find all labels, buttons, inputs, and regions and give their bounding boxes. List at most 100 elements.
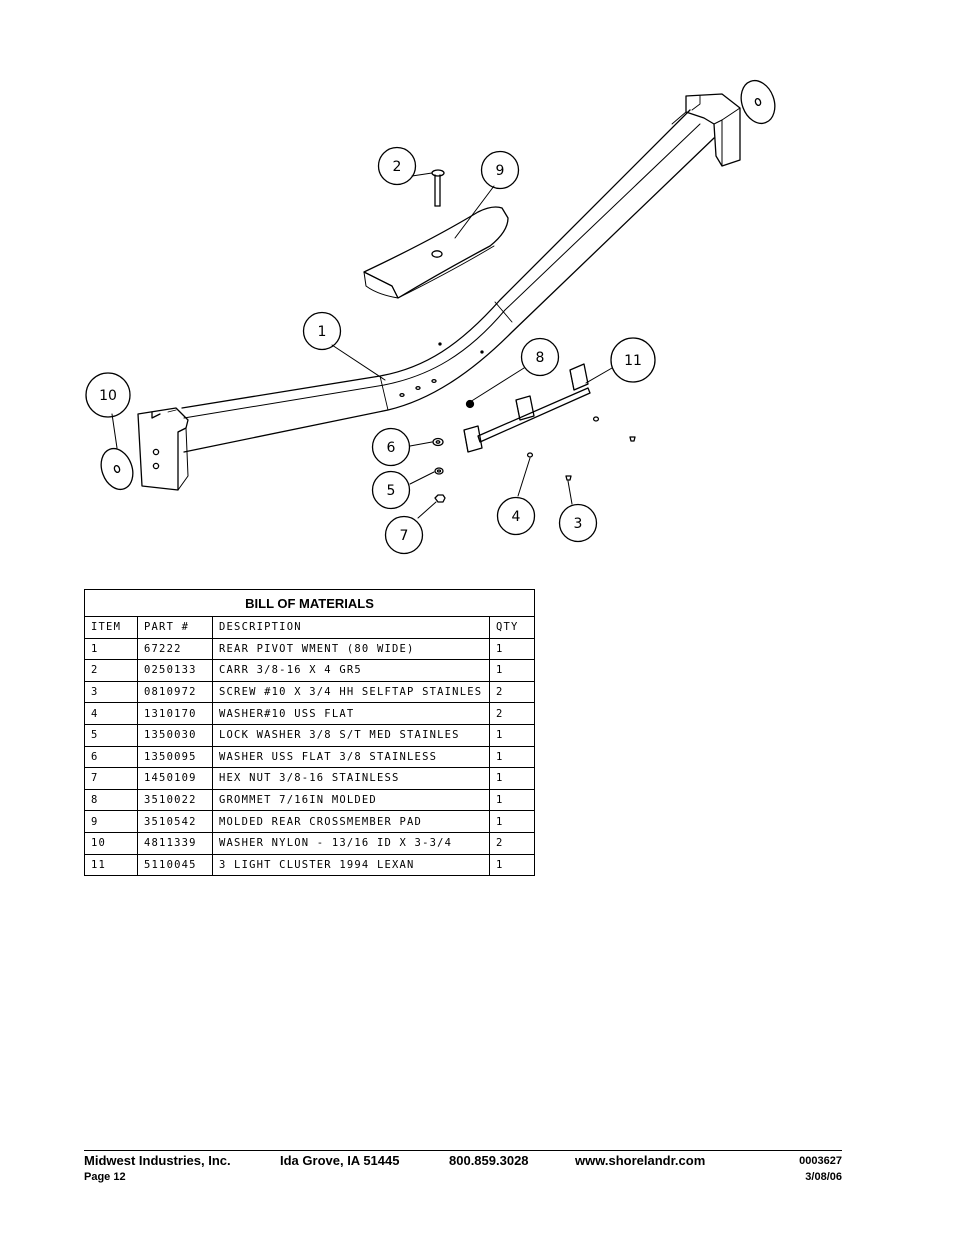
footer-location: Ida Grove, IA 51445 (280, 1153, 400, 1168)
cell-part-number: 3510022 (137, 788, 213, 812)
nylon-washer-right (740, 79, 776, 125)
cell-description: MOLDED REAR CROSSMEMBER PAD (212, 810, 490, 833)
bom-title-row: BILL OF MATERIALS (83, 589, 536, 617)
footer-page-number: Page 12 (84, 1171, 126, 1183)
cell-description: SCREW #10 X 3/4 HH SELFTAP STAINLES (212, 680, 490, 704)
cell-part-number: 1310170 (137, 702, 213, 725)
footer-website[interactable]: www.shorelandr.com (575, 1153, 706, 1168)
cell-description: GROMMET 7/16IN MOLDED (212, 788, 490, 812)
cell-item: 3 (84, 680, 138, 704)
cell-qty: 1 (488, 788, 536, 812)
svg-text:5: 5 (387, 483, 396, 499)
bill-of-materials-table: BILL OF MATERIALS ITEM PART # DESCRIPTIO… (83, 589, 536, 877)
svg-text:8: 8 (536, 350, 545, 366)
cell-item: 6 (84, 745, 138, 769)
self-tap-screw-2 (629, 436, 636, 442)
cell-description: 3 LIGHT CLUSTER 1994 LEXAN (212, 853, 490, 877)
crossmember-pad (363, 206, 509, 299)
carriage-bolt (431, 169, 445, 207)
cell-item: 8 (84, 788, 138, 812)
callout-6: 6 (371, 427, 411, 467)
cell-description: WASHER NYLON - 13/16 ID X 3-3/4 (212, 831, 490, 855)
svg-text:3: 3 (574, 516, 583, 532)
svg-text:7: 7 (400, 528, 409, 544)
svg-text:10: 10 (99, 388, 117, 404)
svg-text:6: 6 (387, 440, 396, 456)
flat-washer (432, 437, 444, 447)
svg-text:11: 11 (624, 353, 642, 369)
cell-part-number: 0810972 (137, 680, 213, 704)
svg-text:1: 1 (318, 324, 327, 340)
cell-qty: 2 (488, 680, 536, 704)
callout-7: 7 (384, 515, 424, 555)
cell-part-number: 1350095 (137, 745, 213, 769)
footer-phone: 800.859.3028 (449, 1153, 529, 1168)
cell-description: LOCK WASHER 3/8 S/T MED STAINLES (212, 723, 490, 747)
cell-item: 11 (84, 853, 138, 877)
bom-header-row: ITEM PART # DESCRIPTION QTY (84, 616, 536, 639)
nylon-washer-left (100, 447, 134, 491)
cell-item: 7 (84, 767, 138, 790)
cell-part-number: 5110045 (137, 853, 213, 877)
screw-washer (526, 452, 534, 458)
cell-item: 5 (84, 723, 138, 747)
cell-item: 1 (84, 637, 138, 661)
callout-9: 9 (480, 150, 520, 190)
footer-date: 3/08/06 (805, 1171, 842, 1183)
cell-part-number: 1350030 (137, 723, 213, 747)
header-description: DESCRIPTION (212, 616, 490, 639)
cell-part-number: 3510542 (137, 810, 213, 833)
lock-washer (434, 467, 444, 475)
svg-text:2: 2 (393, 159, 402, 175)
svg-text:9: 9 (496, 163, 505, 179)
rear-pivot-weldment (137, 93, 741, 491)
svg-text:4: 4 (512, 509, 521, 525)
callout-1: 1 (302, 311, 342, 351)
cell-part-number: 67222 (137, 637, 213, 661)
cell-qty: 1 (488, 659, 536, 682)
cell-qty: 1 (488, 723, 536, 747)
cell-description: HEX NUT 3/8-16 STAINLESS (212, 767, 490, 790)
exploded-parts-diagram: 2 9 1 8 11 10 6 5 7 4 3 (85, 79, 776, 555)
cell-description: CARR 3/8-16 X 4 GR5 (212, 659, 490, 682)
hex-nut (434, 494, 446, 503)
cell-description: WASHER#10 USS FLAT (212, 702, 490, 725)
callout-2: 2 (377, 146, 417, 186)
cell-qty: 2 (488, 702, 536, 725)
page-footer: Midwest Industries, Inc. Ida Grove, IA 5… (84, 1150, 842, 1183)
cell-qty: 1 (488, 637, 536, 661)
cell-item: 9 (84, 810, 138, 833)
callout-10: 10 (85, 372, 131, 418)
cell-item: 4 (84, 702, 138, 725)
cell-item: 10 (84, 831, 138, 855)
footer-company: Midwest Industries, Inc. (84, 1153, 231, 1168)
bom-title: BILL OF MATERIALS (83, 589, 536, 617)
screw-washer-2 (592, 416, 600, 422)
cell-part-number: 1450109 (137, 767, 213, 790)
cell-description: WASHER USS FLAT 3/8 STAINLESS (212, 745, 490, 769)
callout-11: 11 (610, 337, 656, 383)
header-item: ITEM (84, 616, 138, 639)
callout-8: 8 (520, 337, 560, 377)
cell-part-number: 0250133 (137, 659, 213, 682)
cell-qty: 1 (488, 767, 536, 790)
cell-description: REAR PIVOT WMENT (80 WIDE) (212, 637, 490, 661)
grommet (465, 399, 475, 409)
cell-part-number: 4811339 (137, 831, 213, 855)
self-tap-screw (565, 475, 572, 481)
cell-qty: 2 (488, 831, 536, 855)
cell-qty: 1 (488, 853, 536, 877)
cell-item: 2 (84, 659, 138, 682)
